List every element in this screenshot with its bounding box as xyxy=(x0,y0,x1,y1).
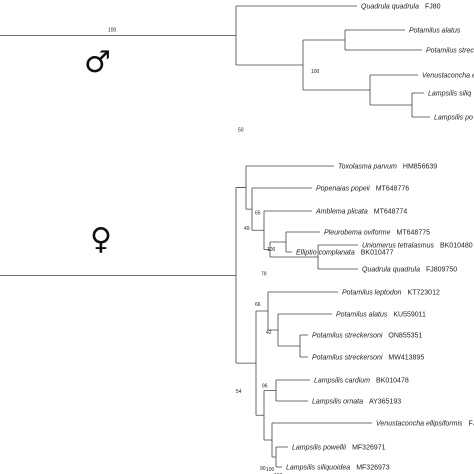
female-support-value: 100 xyxy=(266,467,275,473)
female-accession-number: MF326973 xyxy=(356,465,390,472)
female-symbol-icon: ♀ xyxy=(90,222,112,257)
male-taxon-label: Potamilus alatus xyxy=(409,28,461,35)
female-accession-number: MF326971 xyxy=(352,445,386,452)
male-symbol-icon: ♂ xyxy=(84,45,111,80)
male-taxon-label: Lampsilis siliq xyxy=(428,91,471,98)
female-taxon-label: Lampsilis siliquoidea MF326973 xyxy=(286,465,390,472)
female-support-value: 90 xyxy=(260,466,266,472)
female-accession-number: BK010478 xyxy=(376,378,409,385)
female-taxon-label: Lampsilis powellii MF326971 xyxy=(292,445,386,452)
female-species-name: Potamilus alatus xyxy=(336,312,388,319)
male-taxon-label: Lampsilis po xyxy=(434,115,473,122)
female-accession-number: FJ809750 xyxy=(426,267,457,274)
female-tree-support-values: 100796549504266961001009054 xyxy=(236,128,283,474)
female-taxon-label: Lampsilis cardium BK010478 xyxy=(314,378,409,385)
male-species-name: Quadrula quadrula xyxy=(361,4,419,11)
female-species-name: Uniomerus tetralasmus xyxy=(362,243,434,250)
female-taxon-label: Lampsilis ornata AY365193 xyxy=(312,399,401,406)
female-species-name: Popenaias popeii xyxy=(316,186,370,193)
male-species-name: Lampsilis po xyxy=(434,115,473,122)
female-support-value: 66 xyxy=(255,302,261,308)
female-species-name: Elliptio complanata xyxy=(296,250,355,257)
female-species-name: Toxolasma parvum xyxy=(338,164,397,171)
female-species-name: Amblema plicata xyxy=(315,209,368,216)
male-tree-branches xyxy=(0,5,430,118)
female-support-value: 54 xyxy=(236,389,242,395)
female-accession-number: KU559011 xyxy=(393,312,426,319)
female-species-name: Potamilus leptodon xyxy=(342,290,402,297)
male-taxon-label: Quadrula quadrula FJ80 xyxy=(361,4,441,11)
female-support-value: 79 xyxy=(261,272,267,278)
female-accession-number: AY365193 xyxy=(369,399,401,406)
female-taxon-label: Popenaias popeii MT648776 xyxy=(316,186,409,193)
male-species-name: Lampsilis siliq xyxy=(428,91,471,98)
female-taxon-label: Pleurobema oviforme MT648775 xyxy=(324,230,430,237)
female-species-name: Lampsilis cardium xyxy=(314,378,370,385)
female-taxon-label: Potamilus leptodon KT723012 xyxy=(342,290,440,297)
female-support-value: 49 xyxy=(244,226,250,232)
female-taxon-label: Elliptio complanata BK010477 xyxy=(296,250,394,257)
female-support-value: 65 xyxy=(255,210,261,216)
female-accession-number: KT723012 xyxy=(408,290,440,297)
male-support-value: 100 xyxy=(311,69,320,75)
female-taxon-label: Toxolasma parvum HM856639 xyxy=(338,164,437,171)
female-taxon-label: Quadrula quadrula FJ809750 xyxy=(362,267,457,274)
female-accession-number: MW413895 xyxy=(388,355,424,362)
female-accession-number: ON855351 xyxy=(388,333,422,340)
female-accession-number: BK010480 xyxy=(440,243,473,250)
male-species-name: Potamilus alatus xyxy=(409,28,461,35)
male-species-name: Potamilus strec xyxy=(426,48,474,55)
female-taxon-label: Venustaconcha ellipsiformis FJ809753 xyxy=(376,421,474,428)
female-species-name: Pleurobema oviforme xyxy=(324,230,391,237)
female-accession-number: FJ809753 xyxy=(469,421,474,428)
female-support-value: 96 xyxy=(262,384,268,390)
female-taxon-label: Potamilus streckersoni MW413895 xyxy=(312,355,424,362)
female-taxon-label: Uniomerus tetralasmus BK010480 xyxy=(362,243,473,250)
male-taxon-label: Venustaconcha e xyxy=(422,73,474,80)
female-accession-number: MT648776 xyxy=(376,186,410,193)
male-tree-support-values: 100 100 xyxy=(108,28,320,76)
female-accession-number: MT648775 xyxy=(397,230,431,237)
female-taxon-label: Potamilus streckersoni ON855351 xyxy=(312,333,422,340)
female-taxon-label: Potamilus alatus KU559011 xyxy=(336,312,426,319)
male-species-name: Venustaconcha e xyxy=(422,73,474,80)
female-support-value: 50 xyxy=(238,128,244,134)
male-support-value: 100 xyxy=(108,28,117,34)
female-accession-number: BK010477 xyxy=(361,250,394,257)
female-support-value: 100 xyxy=(267,247,276,253)
male-accession-number: FJ80 xyxy=(425,4,441,11)
female-accession-number: HM856639 xyxy=(403,164,437,171)
female-species-name: Lampsilis siliquoidea xyxy=(286,465,350,472)
female-species-name: Lampsilis powellii xyxy=(292,445,347,452)
male-taxon-label: Potamilus strec xyxy=(426,48,474,55)
female-support-value: 42 xyxy=(266,330,272,336)
female-species-name: Potamilus streckersoni xyxy=(312,355,383,362)
female-species-name: Venustaconcha ellipsiformis xyxy=(376,421,463,428)
female-species-name: Lampsilis ornata xyxy=(312,399,363,406)
female-species-name: Potamilus streckersoni xyxy=(312,333,383,340)
female-accession-number: MT648774 xyxy=(374,209,408,216)
female-tree-branches xyxy=(0,165,372,468)
female-species-name: Quadrula quadrula xyxy=(362,267,420,274)
female-taxon-label: Amblema plicata MT648774 xyxy=(315,209,407,216)
